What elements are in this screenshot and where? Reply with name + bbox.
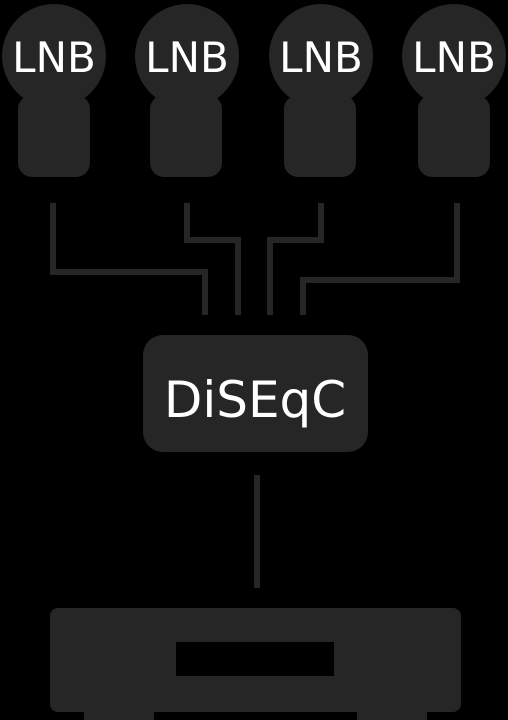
receiver-foot-right <box>357 708 427 720</box>
lnb-4: LNB <box>402 4 506 177</box>
diseqc-switch: DiSEqC <box>143 335 368 452</box>
lnb-3-head <box>269 4 373 108</box>
lnb-2-body <box>150 95 222 177</box>
cable-lnb-1 <box>50 203 208 315</box>
diseqc-label: DiSEqC <box>164 371 346 429</box>
lnb-2: LNB <box>135 4 239 177</box>
lnb-3-body <box>284 95 356 177</box>
receiver-display <box>176 642 334 676</box>
cable-lnb-3 <box>267 203 324 315</box>
diseqc-box <box>143 335 368 452</box>
cable-lnb-2 <box>184 203 241 315</box>
lnb-4-body <box>418 95 490 177</box>
lnb-4-label: LNB <box>412 33 496 82</box>
lnb-1: LNB <box>2 4 106 177</box>
lnb-2-head <box>135 4 239 108</box>
lnb-1-head <box>2 4 106 108</box>
lnb-1-body <box>18 95 90 177</box>
lnb-3-label: LNB <box>279 33 363 82</box>
lnb-2-label: LNB <box>145 33 229 82</box>
lnb-1-label: LNB <box>12 33 96 82</box>
lnb-3: LNB <box>269 4 373 177</box>
lnb-4-head <box>402 4 506 108</box>
receiver-foot-left <box>84 708 154 720</box>
cable-lnb-4 <box>300 203 460 315</box>
receiver-icon <box>50 608 461 720</box>
